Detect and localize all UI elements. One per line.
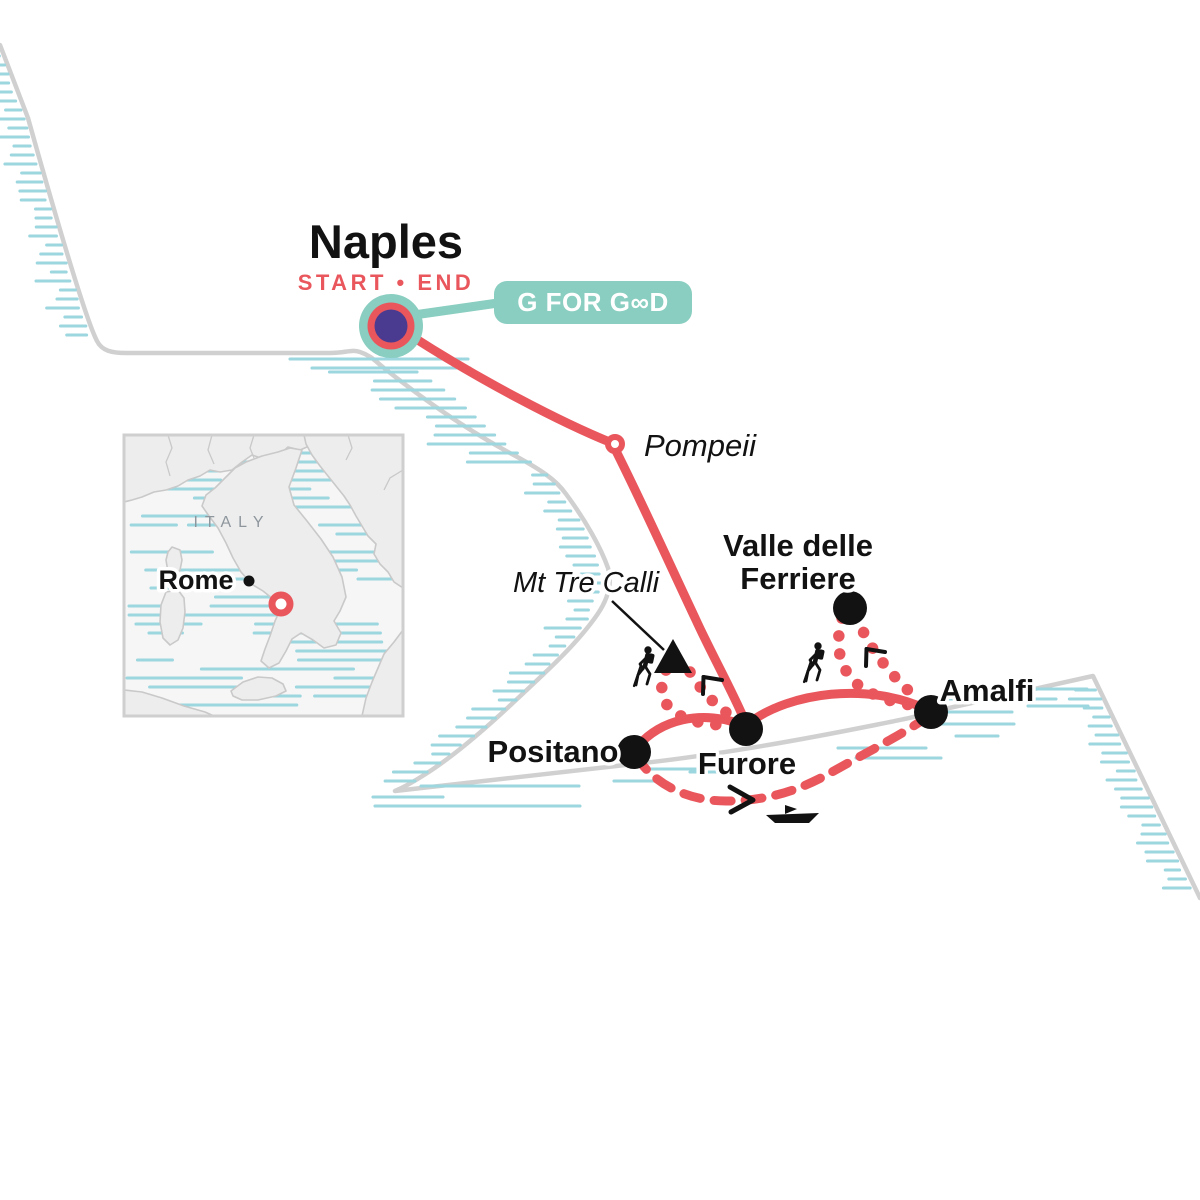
- amalfi-label: Amalfi: [940, 673, 1035, 708]
- rome-label: Rome: [158, 565, 233, 595]
- sea-hatching: [0, 54, 1192, 890]
- amalfi-dot: [914, 695, 948, 729]
- valle-delle-ferriere-dot: [833, 591, 867, 625]
- badge-background: [494, 281, 692, 324]
- sicily-island: [230, 676, 287, 701]
- mt-tre-calli-label: Mt Tre Calli: [513, 567, 661, 599]
- marker-core: [374, 309, 408, 343]
- amalfi-area-ring-icon: [268, 591, 294, 617]
- ferry-route-positano-amalfi: [631, 712, 932, 806]
- g-for-good-badge: G FOR G∞D: [494, 281, 692, 324]
- corsica-island: [165, 546, 183, 578]
- naples-start-end-marker: [359, 294, 423, 358]
- pompeii-stop-marker: [605, 434, 625, 454]
- start-end-label: START • END: [298, 270, 475, 295]
- mt-tre-calli-pointer-line: [611, 600, 665, 651]
- direction-chevron-icon: [727, 784, 756, 815]
- inset-country-label: ITALY: [193, 514, 270, 531]
- africa-landmass: [124, 689, 215, 716]
- hiker-icon: [634, 646, 655, 686]
- route-positano-furore: [632, 713, 748, 752]
- hiking-route-valle-delle-ferriere-out: [832, 612, 918, 711]
- mountain-peak-icon: [654, 639, 692, 673]
- hiker-icon: [804, 642, 825, 682]
- ferry-boat-icon: [766, 805, 819, 823]
- valle-delle-ferriere-label-line1: Valle delle: [723, 528, 873, 563]
- furore-dot: [729, 712, 763, 746]
- sardinia-island: [159, 589, 186, 646]
- furore-label: Furore: [698, 746, 796, 781]
- country-borders: [165, 435, 403, 491]
- hiking-route-valle-delle-ferriere-back: [850, 610, 918, 700]
- inset-frame: [122, 433, 405, 718]
- naples-label: Naples: [309, 215, 463, 268]
- hiking-route-furore-mt-tre-calli-back: [684, 666, 740, 724]
- valle-delle-ferriere-label-line2: Ferriere: [740, 561, 855, 596]
- balkans-south-landmass: [361, 629, 403, 716]
- pompeii-label: Pompeii: [644, 428, 757, 463]
- hiking-route-furore-mt-tre-calli-out: [656, 664, 738, 731]
- route-furore-amalfi: [744, 688, 931, 728]
- inset-map: ITALY Rome: [122, 433, 405, 718]
- badge-connector-line: [409, 297, 510, 320]
- route-naples-pompeii-furore: [408, 332, 751, 729]
- trail-flag-icon: [701, 675, 724, 696]
- rome-dot: [243, 575, 255, 587]
- italy-landmass: [201, 447, 347, 669]
- balkans-landmass: [303, 435, 403, 589]
- positano-label: Positano: [488, 734, 619, 769]
- badge-label: G FOR G∞D: [517, 287, 669, 317]
- positano-dot: [617, 735, 651, 769]
